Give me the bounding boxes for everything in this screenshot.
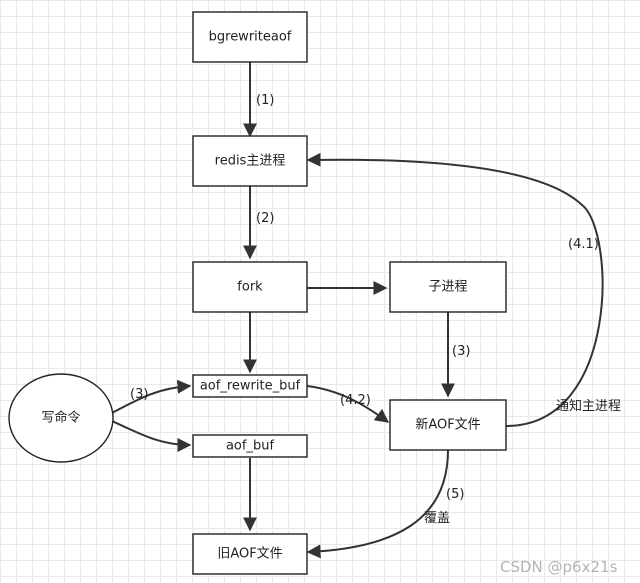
edge-write-to-rewrite-buf — [109, 379, 192, 415]
node-aof-buf: aof_buf — [192, 434, 308, 458]
node-redis-main-label: redis主进程 — [215, 154, 286, 169]
node-old-aof-file-label: 旧AOF文件 — [217, 547, 282, 562]
node-child-process-label: 子进程 — [428, 280, 467, 295]
edge-label-overwrite: 覆盖 — [424, 511, 450, 526]
node-new-aof-file-label: 新AOF文件 — [415, 417, 480, 433]
edge-label-notify-main: 通知主进程 — [556, 398, 621, 414]
node-fork-label: fork — [237, 280, 263, 295]
node-redis-main: redis主进程 — [192, 135, 308, 187]
node-aof-rewrite-buf-label: aof_rewrite_buf — [200, 379, 301, 394]
edge-label-step42: (4.2) — [340, 393, 371, 408]
node-child-process: 子进程 — [389, 261, 507, 313]
edge-rewrite-buf-to-new-aof — [306, 385, 390, 423]
edge-new-aof-notify-main — [306, 152, 604, 427]
edges — [109, 62, 604, 559]
edge-new-aof-overwrite-old — [306, 449, 449, 559]
edge-label-step3-child: (3) — [452, 344, 470, 359]
edge-label-step5: (5) — [446, 487, 464, 502]
node-bgrewriteaof-label: bgrewriteaof — [209, 30, 292, 45]
node-aof-rewrite-buf: aof_rewrite_buf — [192, 374, 308, 398]
node-bgrewriteaof: bgrewriteaof — [192, 11, 308, 63]
node-write-command-label: 写命令 — [41, 410, 80, 426]
node-old-aof-file: 旧AOF文件 — [192, 533, 308, 575]
edge-label-step1: (1) — [256, 93, 274, 108]
node-new-aof-file: 新AOF文件 — [389, 399, 507, 451]
watermark: CSDN @p6x21s — [500, 558, 618, 576]
edge-label-step3-write: (3) — [130, 387, 148, 402]
edge-write-to-aof-buf — [109, 419, 192, 452]
edge-labels: (1) (2) (3) (3) (4.1) 通知主进程 (4.2) (5) 覆盖 — [130, 93, 621, 526]
node-aof-buf-label: aof_buf — [226, 439, 274, 454]
node-write-command: 写命令 — [8, 373, 114, 463]
edge-label-step41: (4.1) — [568, 237, 599, 252]
node-fork: fork — [192, 261, 308, 313]
edge-label-step2: (2) — [256, 211, 274, 226]
